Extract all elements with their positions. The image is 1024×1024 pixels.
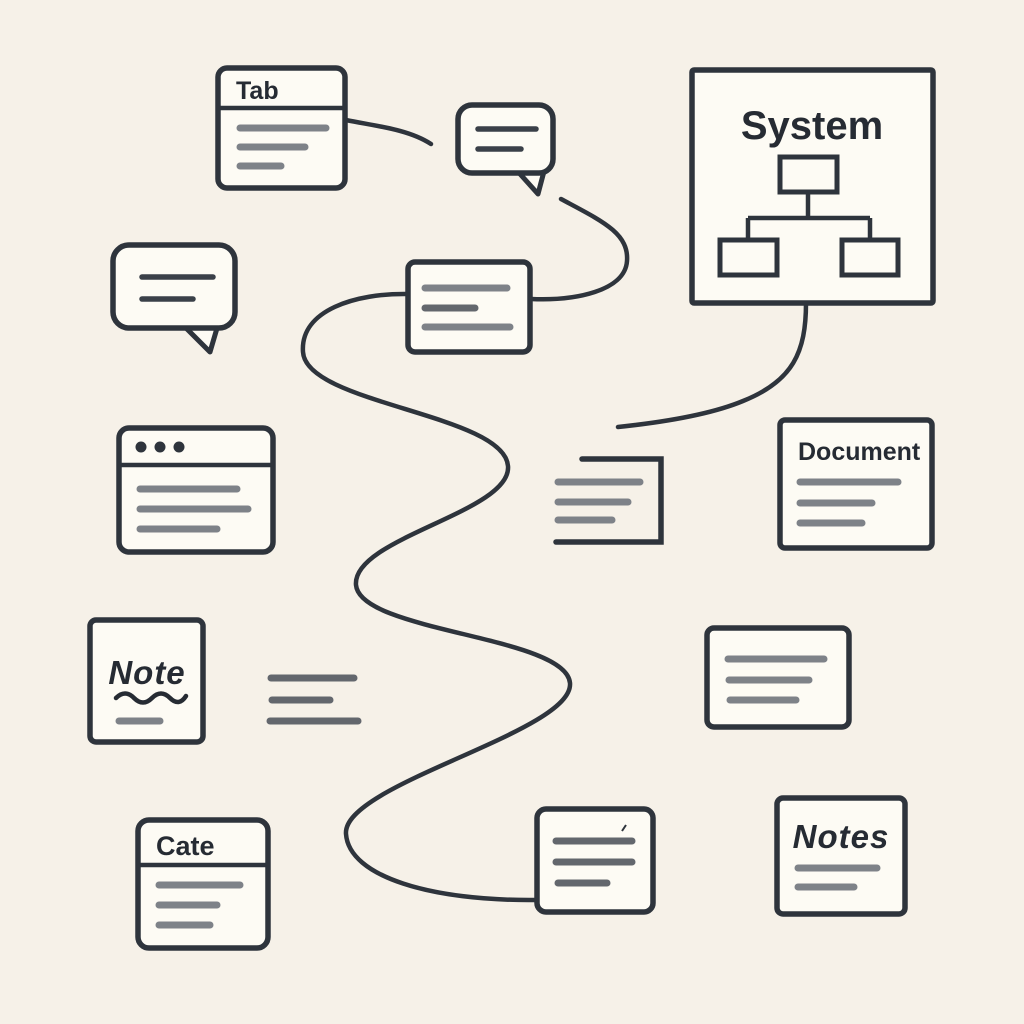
text-line-placeholder: [475, 126, 539, 152]
plain-card: [704, 625, 852, 730]
text-line-placeholder: [266, 674, 362, 725]
note-card: Note: [87, 617, 206, 745]
cate-card-label: Cate: [156, 831, 215, 861]
text-line-placeholder: [552, 837, 636, 887]
org-chart-icon: [717, 154, 901, 278]
window-control-dots-icon: [135, 441, 185, 453]
bottom-path-card: [534, 806, 656, 915]
speech-bubble-icon: [110, 242, 238, 355]
mid-path-card: [405, 259, 533, 355]
connector-winding-path: [300, 291, 573, 903]
text-line-placeholder: [554, 478, 644, 524]
document-sheet-icon: [553, 456, 664, 545]
tab-card: Tab: [215, 65, 348, 191]
connector-bubble-to-mid-card: [528, 196, 630, 302]
text-line-placeholder: [136, 485, 252, 533]
text-line-placeholder: [421, 284, 514, 331]
cate-card: Cate: [135, 817, 271, 951]
notes-card-label: Notes: [793, 818, 890, 855]
connector-system-down: [615, 300, 809, 430]
text-line-placeholder: [794, 864, 881, 891]
text-line-placeholder: [236, 124, 330, 170]
text-line-placeholder: [796, 478, 902, 527]
browser-window-icon: [116, 425, 276, 555]
note-card-label: Note: [108, 654, 185, 691]
notes-card: Notes: [774, 795, 908, 917]
document-card: Document: [777, 417, 935, 551]
document-card-label: Document: [798, 438, 921, 466]
text-line-placeholder: [155, 881, 244, 929]
text-line-placeholder: [139, 274, 216, 302]
tab-card-label: Tab: [236, 77, 279, 105]
stray-mark: [621, 824, 627, 832]
text-line-placeholder: [724, 655, 828, 704]
connector-tab-to-bubble: [343, 117, 434, 147]
speech-bubble-icon: [455, 102, 556, 197]
squiggle-underline-icon: [113, 691, 189, 705]
system-box-label: System: [741, 104, 883, 148]
system-box: System: [689, 67, 936, 306]
